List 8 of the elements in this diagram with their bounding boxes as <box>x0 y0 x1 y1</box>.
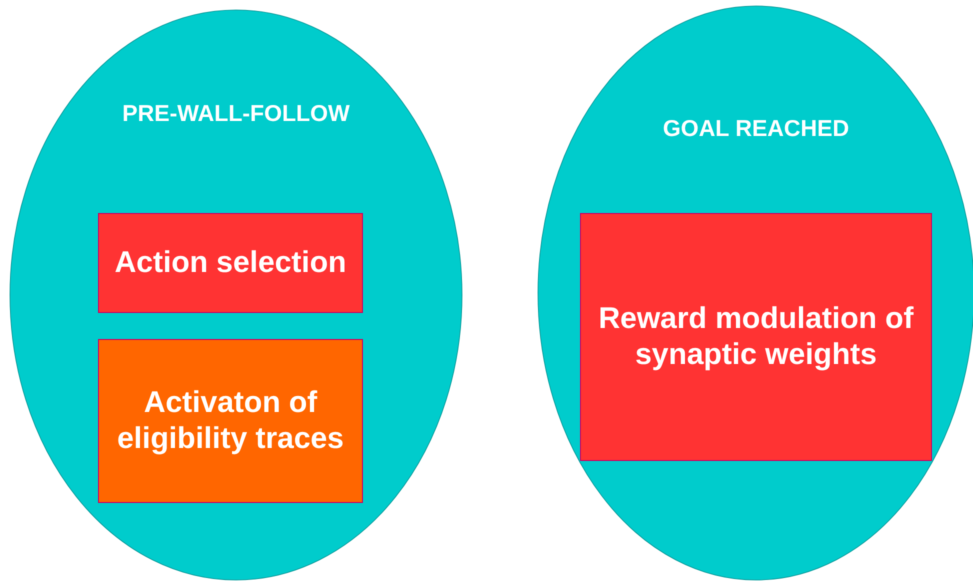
box-label: Activaton of eligibility traces <box>116 385 345 457</box>
box-label: Action selection <box>114 245 348 281</box>
box-label: Reward modulation of synaptic weights <box>598 301 914 373</box>
state-heading: PRE-WALL-FOLLOW <box>122 100 350 126</box>
state-heading: GOAL REACHED <box>662 115 850 141</box>
process-box <box>98 213 363 313</box>
process-box <box>98 339 363 503</box>
process-box <box>580 213 932 461</box>
